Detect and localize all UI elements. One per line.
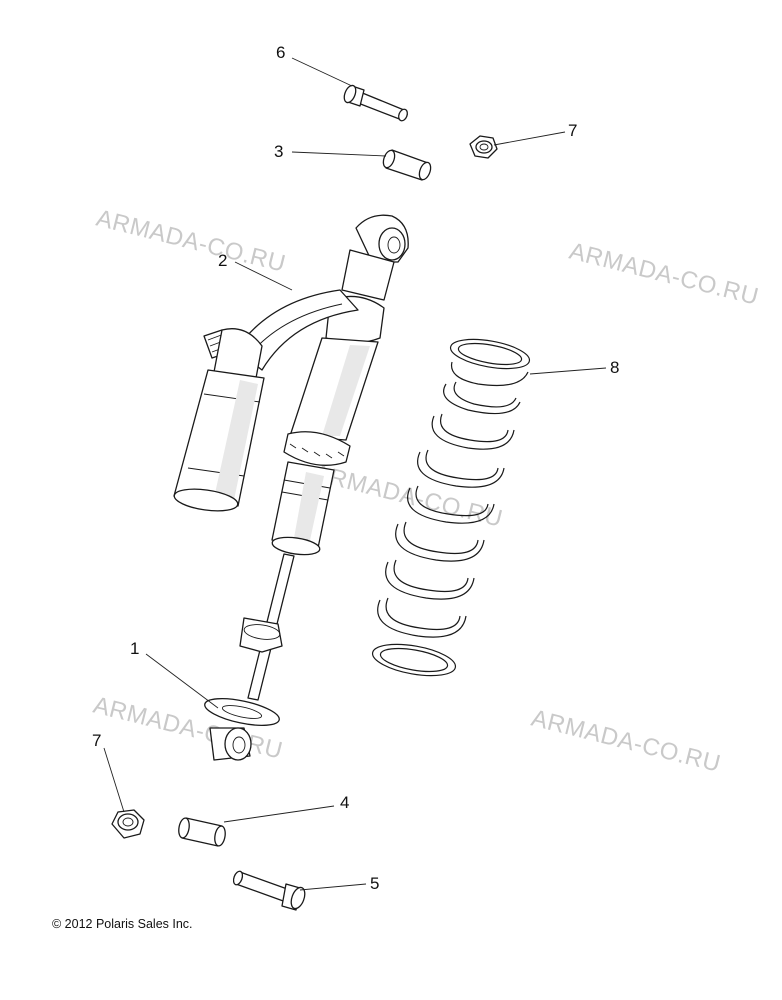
callout-4: 4 [340,793,349,812]
leader-3 [291,151,387,157]
watermark-top-left: ARMADA-CO.RU [94,205,289,278]
watermark-bottom-left: ARMADA-CO.RU [91,692,286,765]
callout-5: 5 [370,874,379,893]
leader-1 [145,653,219,709]
callout-3: 3 [274,142,283,161]
leader-8 [529,367,607,375]
part-6-upper-bolt [343,84,408,122]
leader-7-bottom [103,747,125,813]
callout-8: 8 [610,358,619,377]
callout-7-top: 7 [568,121,577,140]
leader-5 [299,883,367,891]
watermark-bottom-right: ARMADA-CO.RU [529,705,724,778]
part-2-shock-absorber [204,214,409,761]
watermark-top-right: ARMADA-CO.RU [567,238,762,311]
part-3-upper-sleeve [382,149,432,181]
callout-1: 1 [130,639,139,658]
part-4-lower-sleeve [178,817,226,847]
callout-6: 6 [276,43,285,62]
part-7-lower-nut [111,809,145,839]
leader-6 [291,57,353,87]
part-8-coil-spring [371,338,531,677]
part-7-upper-nut [469,135,498,159]
leader-4 [223,805,335,823]
part-5-lower-bolt [232,870,306,911]
callout-7-bottom: 7 [92,731,101,750]
callout-numbers: 1 2 3 4 5 6 7 7 8 [92,43,619,893]
leader-2 [234,261,293,291]
part-2-reservoir [173,289,359,512]
leader-7-top [493,131,566,146]
callout-2: 2 [218,251,227,270]
leader-lines [103,57,607,891]
copyright-notice: © 2012 Polaris Sales Inc. [52,917,193,931]
